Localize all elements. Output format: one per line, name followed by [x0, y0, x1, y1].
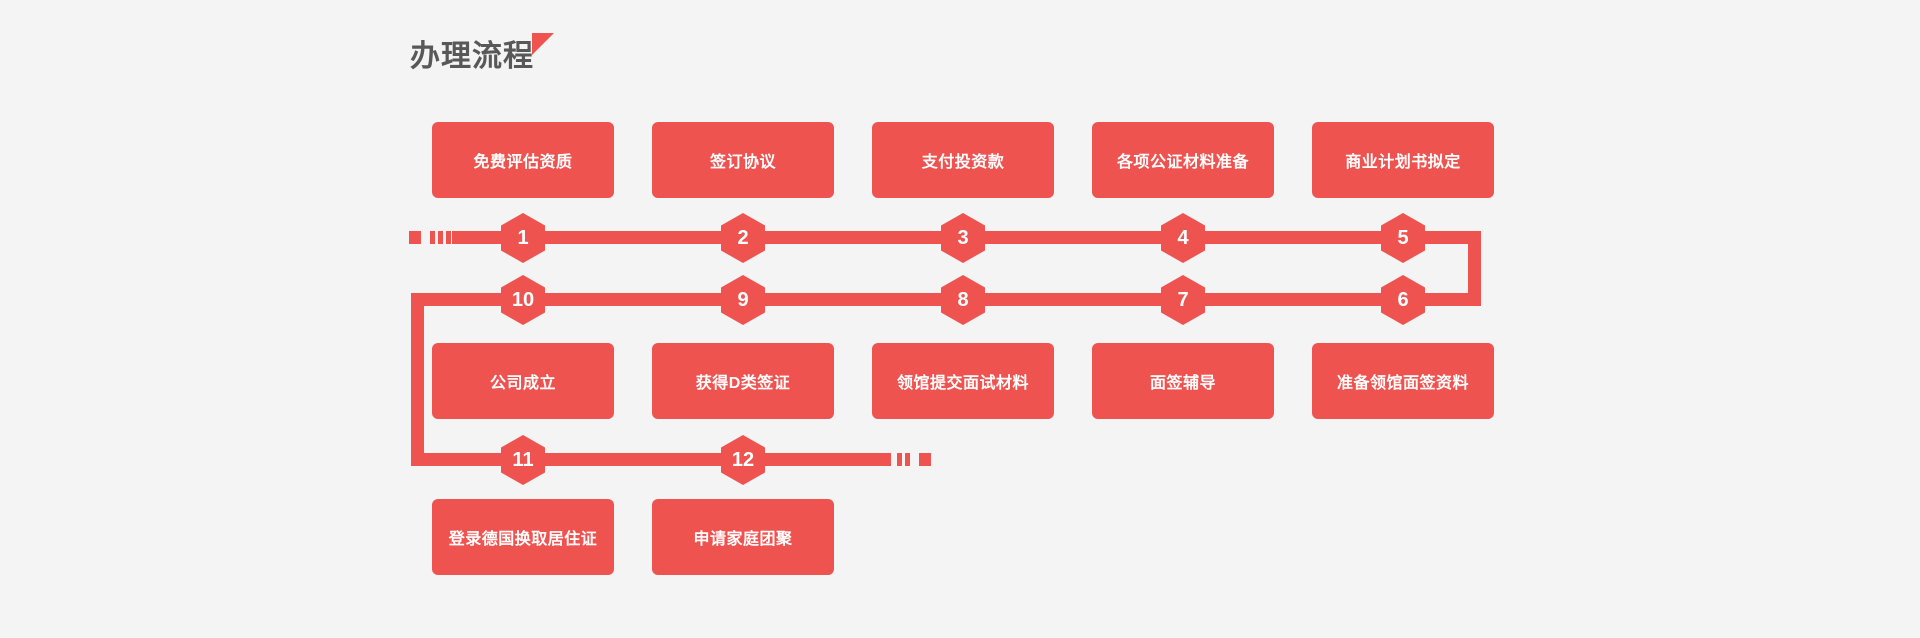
- flow-box-step-9[interactable]: 获得D类签证: [652, 343, 834, 419]
- flow-box-step-1[interactable]: 免费评估资质: [432, 122, 614, 198]
- flow-start-cap-bar-1: [430, 231, 435, 244]
- flow-marker-12: 12: [721, 435, 765, 485]
- flow-start-cap-bar-2: [438, 231, 443, 244]
- flow-marker-1: 1: [501, 213, 545, 263]
- flow-start-cap-square: [409, 231, 421, 244]
- flow-marker-2: 2: [721, 213, 765, 263]
- flow-marker-9: 9: [721, 275, 765, 325]
- flow-start-cap-bar-3: [446, 231, 451, 244]
- flow-box-step-10[interactable]: 公司成立: [432, 343, 614, 419]
- flow-box-step-12[interactable]: 申请家庭团聚: [652, 499, 834, 575]
- flow-turn-left-vertical: [411, 293, 424, 459]
- flow-box-step-4[interactable]: 各项公证材料准备: [1092, 122, 1274, 198]
- flow-end-cap-square: [919, 453, 931, 466]
- flow-marker-8: 8: [941, 275, 985, 325]
- page-title-text: 办理流程: [410, 40, 534, 73]
- title-triangle-icon: [532, 33, 554, 55]
- flow-box-step-11[interactable]: 登录德国换取居住证: [432, 499, 614, 575]
- flow-turn-right-vertical: [1468, 231, 1481, 306]
- flow-box-step-2[interactable]: 签订协议: [652, 122, 834, 198]
- flow-marker-7: 7: [1161, 275, 1205, 325]
- flow-box-step-8[interactable]: 领馆提交面试材料: [872, 343, 1054, 419]
- flow-box-step-6[interactable]: 准备领馆面签资料: [1312, 343, 1494, 419]
- flow-marker-6: 6: [1381, 275, 1425, 325]
- flow-end-cap-bar-2: [905, 453, 910, 466]
- flow-box-step-5[interactable]: 商业计划书拟定: [1312, 122, 1494, 198]
- flow-box-step-3[interactable]: 支付投资款: [872, 122, 1054, 198]
- flow-marker-5: 5: [1381, 213, 1425, 263]
- flow-marker-10: 10: [501, 275, 545, 325]
- flow-end-cap-bar-1: [897, 453, 902, 466]
- page-title: 办理流程: [410, 33, 554, 74]
- flow-marker-11: 11: [501, 435, 545, 485]
- flow-marker-3: 3: [941, 213, 985, 263]
- flow-line-row-3: [411, 453, 891, 466]
- flow-marker-4: 4: [1161, 213, 1205, 263]
- flow-box-step-7[interactable]: 面签辅导: [1092, 343, 1274, 419]
